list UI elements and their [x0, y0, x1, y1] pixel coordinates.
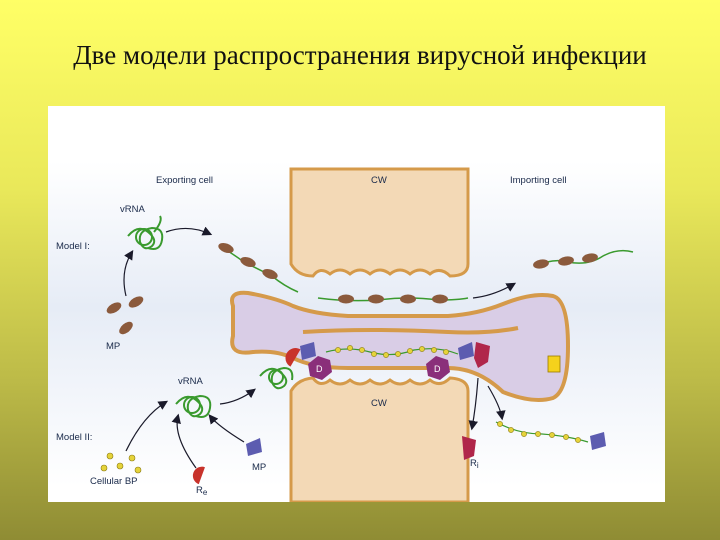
- slide-title: Две модели распространения вирусной инфе…: [73, 40, 647, 70]
- mp-particles-top: [106, 296, 144, 335]
- label-mp-bottom: MP: [252, 462, 266, 473]
- virus-spread-diagram: Exporting cell CW Importing cell vRNA Mo…: [48, 161, 665, 502]
- label-cellular-bp: Cellular BP: [90, 476, 138, 487]
- mp-protein-bottom: [246, 438, 262, 456]
- vrna-coil-top: [127, 215, 164, 250]
- channel-inner-line: [302, 326, 519, 335]
- label-mp-top: MP: [106, 341, 120, 352]
- receptor-re-channel: [285, 348, 301, 367]
- mp-rna-complex-channel: [317, 294, 469, 304]
- arrow-to-ri: [468, 377, 479, 431]
- yellow-marker: [547, 355, 561, 373]
- cell-wall-top: [289, 167, 470, 278]
- mp-protein-channel-left: [300, 342, 316, 360]
- label-vrna-bottom: vRNA: [178, 376, 203, 387]
- label-re: Re: [196, 485, 208, 497]
- label-exporting-cell: Exporting cell: [156, 175, 213, 186]
- diagram-figure: Exporting cell CW Importing cell vRNA Mo…: [48, 106, 665, 502]
- mp-protein-channel-right: [458, 342, 474, 360]
- arrow-mp-to-vrna: [123, 249, 134, 297]
- svg-text:D: D: [316, 364, 323, 374]
- d-marker-right: D: [426, 356, 450, 380]
- label-model-1: Model I:: [56, 241, 90, 252]
- bp-beads-channel: [325, 345, 459, 358]
- arrow-to-import-chain: [487, 385, 506, 421]
- mp-rna-complex-import: [533, 249, 634, 269]
- arrow-vrna-to-complex: [165, 226, 213, 236]
- label-model-2: Model II:: [56, 432, 92, 443]
- vrna-coil-bottom: [175, 394, 212, 418]
- label-cw-top: CW: [371, 175, 387, 186]
- arrow-re-to-vrna: [171, 413, 197, 469]
- label-importing-cell: Importing cell: [510, 175, 567, 186]
- vrna-coil-middle: [259, 366, 294, 390]
- d-marker-left: D: [308, 356, 332, 380]
- arrow-mp-to-vrna-2: [208, 414, 245, 443]
- receptor-ri: [462, 436, 476, 460]
- label-ri: Ri: [470, 458, 479, 470]
- label-cw-bottom: CW: [371, 398, 387, 409]
- arrow-bp-to-vrna: [125, 400, 169, 452]
- receptor-re: [192, 466, 205, 485]
- receptor-ri-channel: [474, 342, 490, 368]
- cellular-bp-dots: [100, 452, 142, 474]
- arrow-to-importing: [472, 282, 517, 299]
- arrow-vrna-to-channel: [219, 388, 256, 405]
- label-vrna-top: vRNA: [120, 204, 145, 215]
- svg-text:D: D: [434, 364, 441, 374]
- cell-wall-bottom: [289, 376, 470, 502]
- bp-beads-import: [495, 421, 606, 450]
- mp-rna-complex-export: [218, 242, 299, 293]
